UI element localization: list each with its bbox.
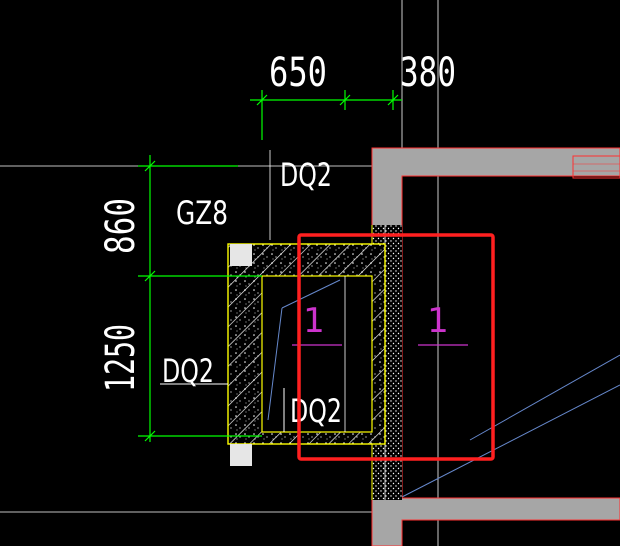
label-dq2-left: DQ2 [162,352,214,390]
gray-walls [371,147,620,546]
concrete-frame [227,243,386,466]
guide-lines [267,279,620,499]
dimension-left-lower: 1250 [98,324,144,392]
section-mark-left-label: 1 [303,301,325,341]
highlight-box [297,233,495,461]
dimension-left-upper: 860 [98,198,144,254]
label-gz8: GZ8 [176,194,228,232]
dimension-lines [138,90,402,442]
dimension-top-right: 380 [400,50,456,96]
section-mark-right: 1 [418,301,468,346]
dimension-top-left: 650 [269,50,327,96]
label-dq2-top: DQ2 [280,156,332,194]
section-mark-right-label: 1 [427,301,449,341]
